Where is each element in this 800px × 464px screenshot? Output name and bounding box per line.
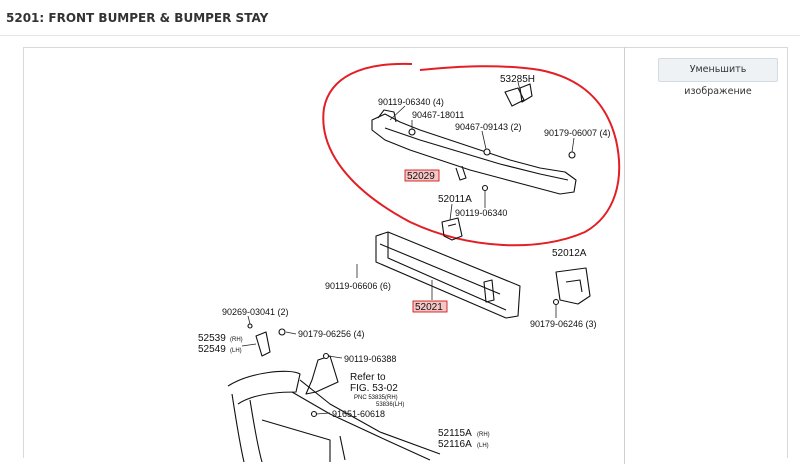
part-label: 52539 xyxy=(198,333,226,344)
part-label: 52011A xyxy=(438,194,472,205)
bumper-reinforcement-part xyxy=(375,231,521,319)
reference-label: 53836(LH) xyxy=(376,402,404,408)
part-label: 90119-06340 (4) xyxy=(378,97,444,107)
side-bracket-part xyxy=(247,323,339,418)
part-label: 52029 xyxy=(407,171,435,182)
part-label: 90179-06246 (3) xyxy=(530,319,597,329)
diagram-frame xyxy=(23,47,788,458)
part-label: 52012A xyxy=(552,248,587,259)
reference-label: FIG. 53-02 xyxy=(350,383,398,394)
part-label: (RH) xyxy=(230,337,243,343)
reference-label: Refer to xyxy=(350,372,386,383)
part-label: 52021 xyxy=(415,302,443,313)
part-label: 52549 xyxy=(198,344,226,355)
leader-lines xyxy=(241,81,575,415)
part-label: 90269-03041 (2) xyxy=(222,307,289,317)
page-title: 5201: FRONT BUMPER & BUMPER STAY xyxy=(6,11,269,25)
reference-label: PNC 53835(RH) xyxy=(354,395,398,401)
part-label: 52115A xyxy=(438,428,472,439)
part-label: 90119-06388 xyxy=(344,354,396,364)
part-label: 90179-06007 (4) xyxy=(544,128,611,138)
part-label: 90179-06256 (4) xyxy=(298,329,365,339)
shrink-image-button[interactable]: Уменьшить изображение xyxy=(658,58,778,97)
highlight-box-52021 xyxy=(412,300,448,313)
part-label: 91651-60618 xyxy=(332,409,385,419)
part-label: 90119-06340 xyxy=(455,208,507,218)
panel-divider xyxy=(624,47,625,464)
bracket-52011a xyxy=(441,217,463,241)
part-label: (LH) xyxy=(477,443,489,449)
part-label: 53285H xyxy=(500,74,535,85)
part-label: 90467-18011 xyxy=(412,110,464,120)
title-divider xyxy=(0,35,800,36)
highlight-box-52029 xyxy=(404,169,440,182)
bumper-cover-part xyxy=(227,370,441,463)
part-label: 90467-09143 (2) xyxy=(455,122,522,132)
part-label: 52116A xyxy=(438,439,472,450)
highlight-circle xyxy=(322,62,621,247)
part-label: (RH) xyxy=(477,432,490,438)
bracket-52012a xyxy=(552,267,591,306)
part-label: (LH) xyxy=(230,348,242,354)
part-label: 90119-06606 (6) xyxy=(325,281,391,291)
bumper-absorber-part xyxy=(371,83,577,195)
